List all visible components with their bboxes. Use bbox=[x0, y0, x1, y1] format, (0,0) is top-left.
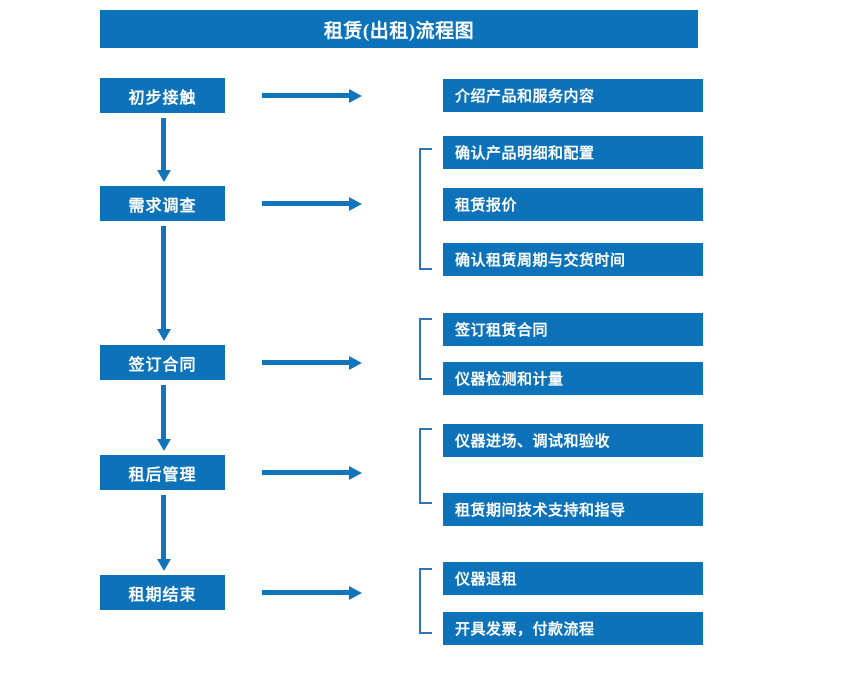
detail-box-3-2[interactable]: 仪器检测和计量 bbox=[443, 362, 703, 395]
detail-arrow-2 bbox=[262, 196, 362, 212]
arrow-shaft bbox=[161, 226, 166, 329]
arrow-head-icon bbox=[349, 466, 362, 480]
flow-arrow-down-2 bbox=[157, 226, 171, 341]
stage-label-4: 租后管理 bbox=[128, 466, 197, 484]
arrow-shaft bbox=[262, 590, 350, 595]
detail-label: 仪器进场、调试和验收 bbox=[455, 434, 611, 450]
arrow-head-icon bbox=[157, 439, 171, 451]
arrow-shaft bbox=[262, 360, 350, 365]
arrow-head-icon bbox=[349, 197, 362, 211]
arrow-shaft bbox=[161, 385, 166, 439]
detail-arrow-4 bbox=[262, 465, 362, 481]
stage-box-3[interactable]: 签订合同 bbox=[100, 345, 225, 380]
stage-label-5: 租期结束 bbox=[128, 586, 197, 604]
detail-arrow-3 bbox=[262, 355, 362, 371]
detail-label: 租赁期间技术支持和指导 bbox=[455, 503, 626, 519]
stage-label-2: 需求调查 bbox=[128, 197, 197, 215]
arrow-shaft bbox=[262, 201, 350, 206]
stage-box-1[interactable]: 初步接触 bbox=[100, 78, 225, 113]
detail-box-1-1[interactable]: 介绍产品和服务内容 bbox=[443, 79, 703, 112]
arrow-head-icon bbox=[349, 586, 362, 600]
chart-title: 租赁(出租)流程图 bbox=[100, 10, 698, 48]
arrow-head-icon bbox=[157, 559, 171, 571]
arrow-shaft bbox=[262, 470, 350, 475]
flow-arrow-down-3 bbox=[157, 385, 171, 451]
detail-box-5-1[interactable]: 仪器退租 bbox=[443, 562, 703, 595]
group-bracket-3 bbox=[419, 318, 432, 380]
detail-box-2-3[interactable]: 确认租赁周期与交货时间 bbox=[443, 243, 703, 276]
stage-box-4[interactable]: 租后管理 bbox=[100, 455, 225, 490]
flow-arrow-down-4 bbox=[157, 495, 171, 571]
detail-box-2-2[interactable]: 租赁报价 bbox=[443, 188, 703, 221]
arrow-head-icon bbox=[349, 356, 362, 370]
detail-label: 开具发票，付款流程 bbox=[455, 622, 595, 638]
detail-box-3-1[interactable]: 签订租赁合同 bbox=[443, 313, 703, 346]
detail-label: 仪器退租 bbox=[455, 572, 518, 588]
detail-label: 仪器检测和计量 bbox=[455, 372, 564, 388]
detail-box-4-2[interactable]: 租赁期间技术支持和指导 bbox=[443, 493, 703, 526]
detail-label: 确认租赁周期与交货时间 bbox=[455, 253, 626, 269]
stage-label-3: 签订合同 bbox=[128, 356, 197, 374]
flow-arrow-down-1 bbox=[157, 118, 171, 182]
detail-arrow-5 bbox=[262, 585, 362, 601]
detail-label: 签订租赁合同 bbox=[455, 323, 549, 339]
detail-box-5-2[interactable]: 开具发票，付款流程 bbox=[443, 612, 703, 645]
arrow-head-icon bbox=[157, 170, 171, 182]
arrow-shaft bbox=[161, 118, 166, 170]
detail-box-2-1[interactable]: 确认产品明细和配置 bbox=[443, 136, 703, 169]
detail-label: 确认产品明细和配置 bbox=[455, 146, 595, 162]
group-bracket-5 bbox=[419, 568, 432, 634]
group-bracket-2 bbox=[419, 148, 432, 270]
arrow-shaft bbox=[262, 93, 350, 98]
stage-label-1: 初步接触 bbox=[128, 89, 197, 107]
detail-box-4-1[interactable]: 仪器进场、调试和验收 bbox=[443, 424, 703, 457]
arrow-head-icon bbox=[349, 89, 362, 103]
arrow-shaft bbox=[161, 495, 166, 559]
stage-box-5[interactable]: 租期结束 bbox=[100, 575, 225, 610]
arrow-head-icon bbox=[157, 329, 171, 341]
detail-label: 租赁报价 bbox=[455, 198, 518, 214]
detail-label: 介绍产品和服务内容 bbox=[455, 89, 595, 105]
group-bracket-4 bbox=[419, 428, 432, 504]
stage-box-2[interactable]: 需求调查 bbox=[100, 186, 225, 221]
detail-arrow-1 bbox=[262, 88, 362, 104]
